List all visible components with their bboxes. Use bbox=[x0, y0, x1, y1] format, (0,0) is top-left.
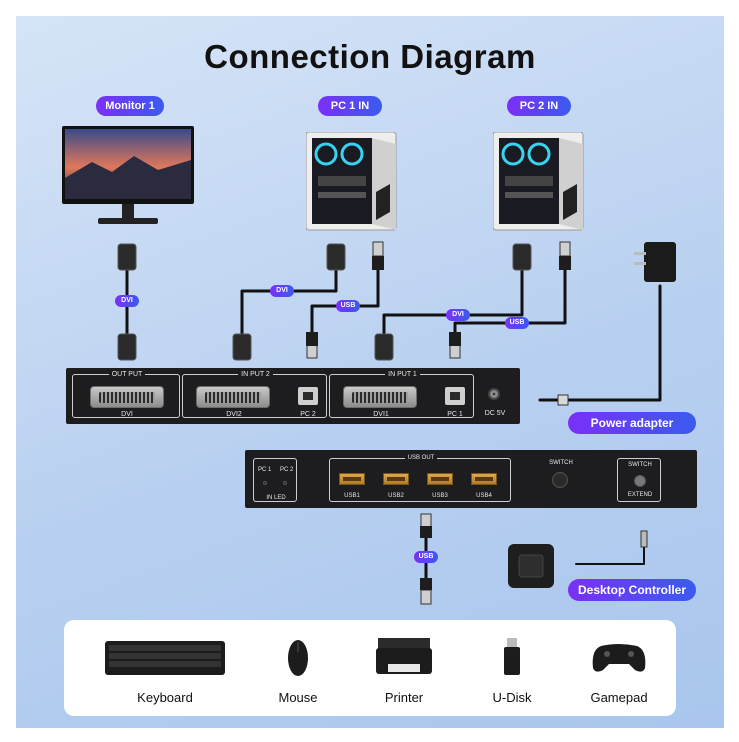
switch-label: SWITCH bbox=[549, 460, 573, 466]
input1-dvi-label: DVI1 bbox=[373, 411, 389, 418]
device-label-printer: Printer bbox=[384, 690, 424, 705]
led-pc2-label: PC 2 bbox=[280, 467, 294, 473]
gamepad-icon bbox=[592, 644, 646, 672]
input2-section: IN PUT 2 DVI2 PC 2 bbox=[182, 371, 327, 418]
pc2-usb-b-port bbox=[298, 387, 318, 405]
led-pc1-indicator bbox=[263, 481, 267, 485]
diagram-canvas: Connection Diagram bbox=[16, 16, 724, 728]
pc2-label: PC 2 IN bbox=[507, 96, 571, 116]
usb2-port bbox=[383, 473, 409, 485]
output-section: OUT PUT DVI bbox=[72, 371, 180, 418]
jack-plug-icon bbox=[640, 530, 648, 548]
dvi-plug-icon bbox=[326, 243, 346, 271]
diagram-title: Connection Diagram bbox=[204, 38, 536, 75]
u-disk-icon bbox=[504, 638, 520, 675]
device-label-gamepad: Gamepad bbox=[590, 690, 648, 705]
usb-out-section: USB OUT USB1 USB2 USB3 USB4 bbox=[329, 455, 511, 502]
kvm-back-panel: OUT PUT DVI IN PUT 2 DVI2 PC 2 IN PUT 1 … bbox=[66, 368, 520, 424]
power-adapter-label: Power adapter bbox=[568, 412, 696, 434]
dvi2-in-port bbox=[196, 386, 270, 408]
input1-pc-label: PC 1 bbox=[447, 411, 463, 418]
pc1-usb-tag: USB bbox=[336, 300, 360, 312]
switch-button[interactable] bbox=[552, 472, 568, 488]
keyboard-icon bbox=[105, 641, 225, 675]
input1-section: IN PUT 1 DVI1 PC 1 bbox=[329, 371, 474, 418]
usb1-port bbox=[339, 473, 365, 485]
pc2-dvi-tag: DVI bbox=[446, 309, 470, 321]
device-label-keyboard: Keyboard bbox=[137, 690, 193, 705]
usb-plug-icon bbox=[420, 589, 432, 605]
usb-out-header: USB OUT bbox=[404, 455, 438, 461]
mouse-icon bbox=[288, 640, 308, 676]
switch2-label: SWITCH bbox=[628, 462, 652, 468]
led-pc2-indicator bbox=[283, 481, 287, 485]
usb4-port bbox=[471, 473, 497, 485]
device-label-mouse: Mouse bbox=[278, 690, 318, 705]
dc-label: DC 5V bbox=[484, 410, 506, 417]
extend-label: EXTEND bbox=[627, 492, 653, 498]
input2-header: IN PUT 2 bbox=[238, 371, 273, 378]
monitor-dvi-tag: DVI bbox=[115, 295, 139, 307]
input2-dvi-label: DVI2 bbox=[226, 411, 242, 418]
desktop-controller-icon bbox=[508, 544, 554, 588]
pc2-tower-icon bbox=[493, 132, 584, 231]
dvi1-in-port bbox=[343, 386, 417, 408]
usb4-label: USB4 bbox=[476, 493, 492, 499]
output-header: OUT PUT bbox=[108, 371, 146, 378]
input1-header: IN PUT 1 bbox=[385, 371, 420, 378]
dc-jack-port bbox=[488, 388, 500, 400]
controller-cable bbox=[575, 545, 645, 565]
usb-plug-icon bbox=[559, 241, 571, 257]
usb3-label: USB3 bbox=[432, 493, 448, 499]
extend-jack bbox=[634, 475, 646, 487]
power-cable bbox=[538, 284, 662, 402]
usb3-port bbox=[427, 473, 453, 485]
power-adapter-icon bbox=[634, 242, 676, 282]
pc1-tower-icon bbox=[306, 132, 397, 231]
pc1-dvi-cable bbox=[240, 266, 338, 336]
output-port-label: DVI bbox=[121, 411, 133, 418]
desktop-controller-label: Desktop Controller bbox=[568, 579, 696, 601]
extend-section: SWITCH EXTEND bbox=[617, 458, 661, 502]
input2-pc-label: PC 2 bbox=[300, 411, 316, 418]
led-pc1-label: PC 1 bbox=[258, 467, 272, 473]
pc1-usb-b-port bbox=[445, 387, 465, 405]
dvi-plug-icon bbox=[117, 333, 137, 361]
led-section: PC 1 PC 2 IN LED bbox=[253, 458, 297, 502]
usb-plug-icon bbox=[372, 241, 384, 257]
peripherals-panel: Keyboard Mouse Printer U-Disk Gamepad bbox=[64, 620, 676, 716]
pc2-usb-tag: USB bbox=[505, 317, 529, 329]
monitor-icon bbox=[62, 126, 194, 224]
pc1-dvi-tag: DVI bbox=[270, 285, 294, 297]
usb-plug-icon bbox=[420, 513, 432, 529]
monitor-label: Monitor 1 bbox=[96, 96, 164, 116]
dvi-plug-icon bbox=[512, 243, 532, 271]
usb1-label: USB1 bbox=[344, 493, 360, 499]
dvi-plug-icon bbox=[232, 333, 252, 361]
usb-plug-icon bbox=[306, 343, 318, 359]
usb-plug-icon bbox=[449, 343, 461, 359]
dvi-plug-icon bbox=[117, 243, 137, 271]
dvi-plug-icon bbox=[374, 333, 394, 361]
usb2-label: USB2 bbox=[388, 493, 404, 499]
cables-layer bbox=[117, 241, 662, 605]
dc-plug-icon bbox=[557, 394, 569, 406]
dvi-out-port bbox=[90, 386, 164, 408]
pc1-label: PC 1 IN bbox=[318, 96, 382, 116]
peripheral-usb-tag: USB bbox=[414, 551, 438, 563]
kvm-front-panel: PC 1 PC 2 IN LED USB OUT USB1 USB2 USB3 … bbox=[245, 450, 697, 508]
printer-icon bbox=[376, 638, 432, 674]
device-label-u-disk: U-Disk bbox=[492, 690, 532, 705]
led-label: IN LED bbox=[266, 495, 286, 501]
